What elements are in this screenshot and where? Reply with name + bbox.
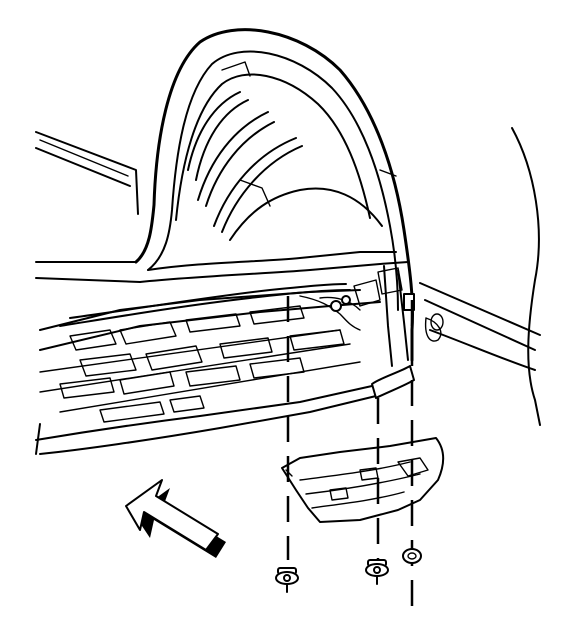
screw-fastener-right — [402, 548, 422, 564]
floor-pan — [35, 261, 403, 455]
body-side-panel — [35, 131, 139, 215]
wheelhouse-liner — [134, 28, 415, 362]
push-pin-retainer-left — [275, 567, 299, 593]
rocker-bracket — [371, 265, 415, 399]
push-pin-retainer-center — [365, 559, 389, 585]
forward-arrow-icon — [125, 479, 226, 558]
rocker-splash-shield — [281, 437, 444, 523]
fender-panel — [419, 127, 541, 426]
